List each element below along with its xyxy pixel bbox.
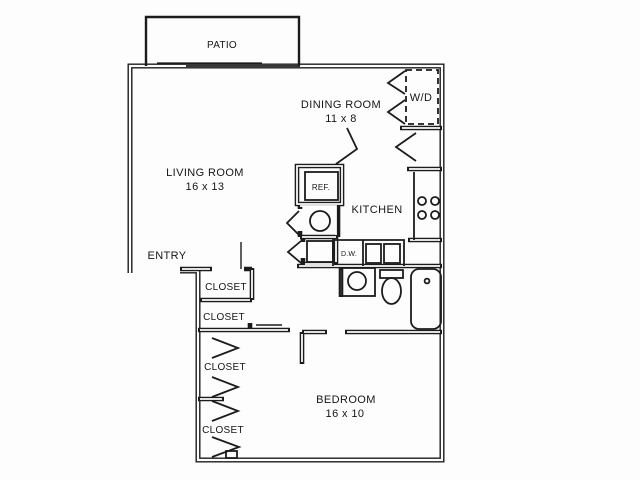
sink-basin (365, 243, 382, 264)
water-heater (309, 210, 331, 232)
bedroom-label: BEDROOM (316, 394, 376, 406)
washer-dryer-dashed-box (405, 69, 439, 125)
water-heater-door-chevron (285, 210, 300, 236)
bedroom-dims: 16 x 10 (326, 408, 365, 420)
sink-basin (383, 243, 401, 264)
living-room-label: LIVING ROOM (166, 167, 244, 179)
wall-jamb (225, 450, 238, 459)
toilet (379, 269, 404, 305)
refrigerator (304, 171, 339, 201)
closet-door-chevron (211, 376, 241, 398)
closet-door-chevron (211, 337, 241, 359)
stove-burners (417, 196, 440, 220)
wd-door-chevron (386, 99, 406, 125)
dining-room-label: DINING ROOM (301, 99, 381, 111)
refrigerator-label: REF. (312, 183, 330, 192)
bifold-door-chevrons (211, 70, 417, 458)
bathtub-outline (410, 268, 442, 330)
bathroom-sink (347, 271, 367, 291)
kitchen-label: KITCHEN (351, 204, 402, 216)
interior-wall-cores (182, 127, 440, 400)
closet-label: CLOSET (202, 425, 244, 436)
living-room-dims: 16 x 13 (186, 181, 225, 193)
sink-counter-outline (332, 239, 405, 266)
kitchen-sink-counter (332, 239, 405, 266)
bathtub-drain (423, 277, 431, 285)
utility-cabinet (306, 240, 334, 263)
patio-wall (144, 15, 301, 66)
closet-door-chevron (211, 436, 242, 458)
pantry-door-chevron (394, 132, 417, 162)
closet-label: CLOSET (204, 362, 246, 373)
dining-room-dims: 11 x 8 (325, 113, 357, 125)
patio-label: PATIO (207, 40, 237, 51)
closet-label: CLOSET (203, 312, 245, 323)
patio-outline (144, 15, 301, 67)
bathroom-vanity (340, 267, 376, 297)
toilet-bowl (381, 277, 402, 305)
toilet-tank (379, 269, 404, 279)
dishwasher-label: D.W. (341, 251, 357, 258)
wd-door-chevron (386, 70, 406, 95)
washer-dryer-label: W/D (410, 92, 433, 104)
kitchen-door-swing (335, 127, 359, 165)
closet-door-chevron (211, 400, 241, 422)
bathtub (410, 268, 442, 330)
utility-door-chevron (286, 240, 302, 264)
entry-label: ENTRY (147, 250, 186, 262)
closet-label: CLOSET (205, 282, 247, 293)
interior-walls (180, 125, 442, 402)
